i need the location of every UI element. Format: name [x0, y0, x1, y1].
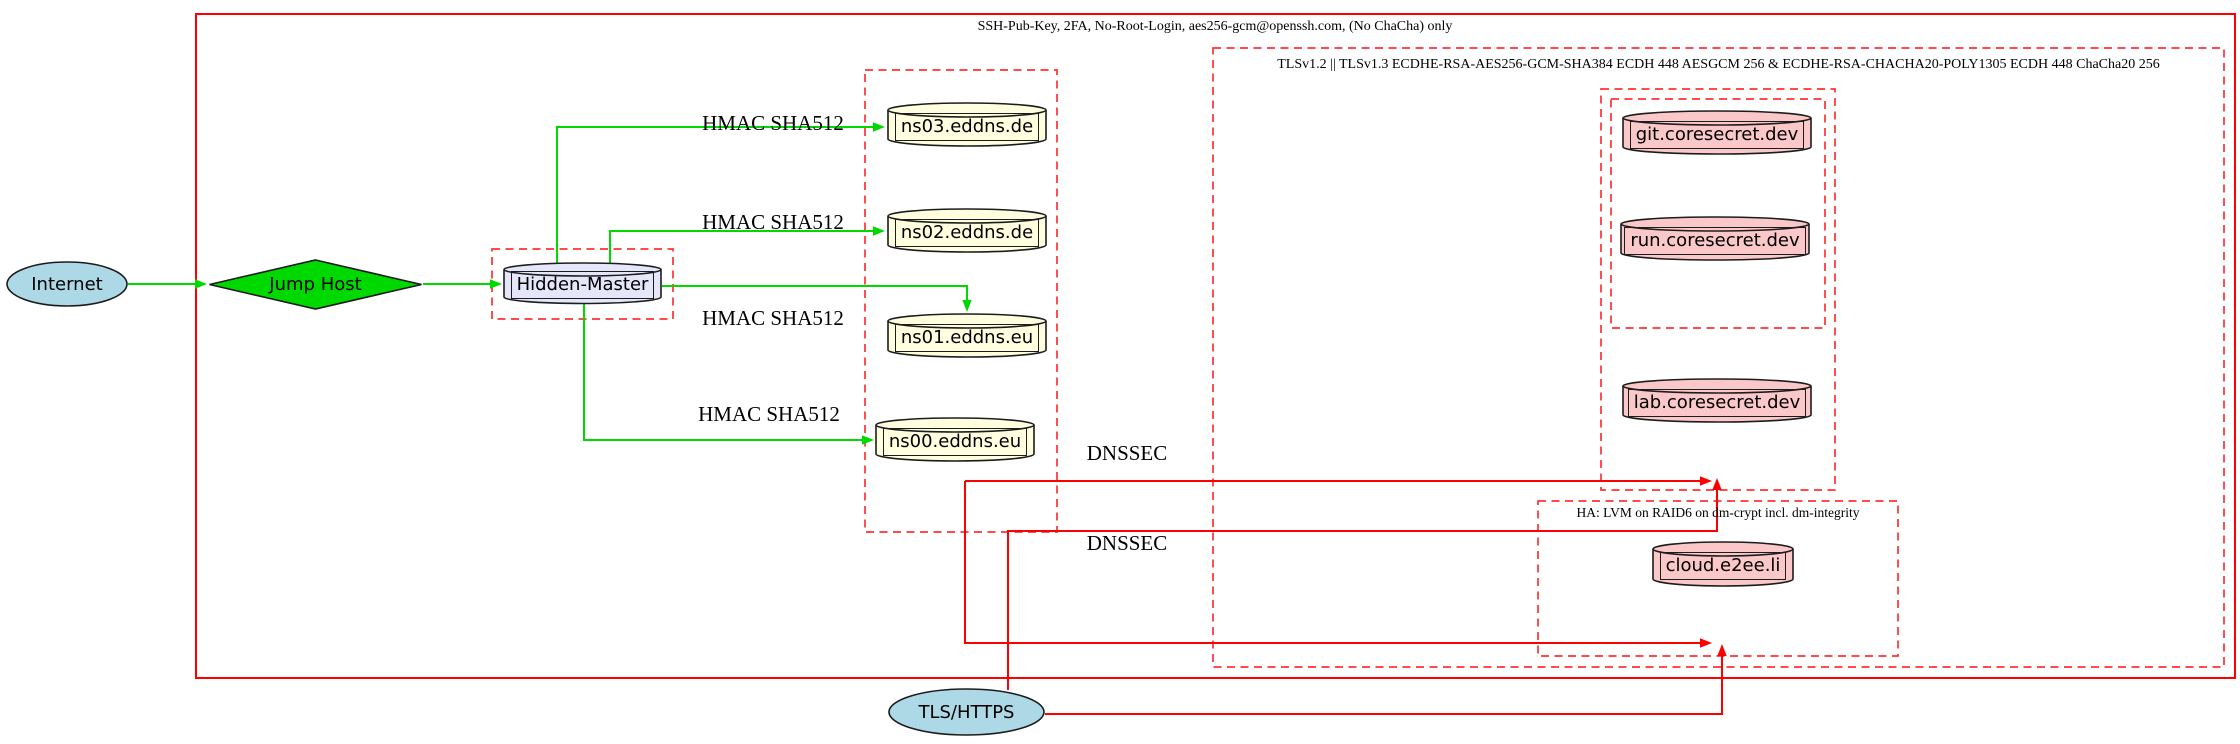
ns00-body	[875, 425, 1035, 462]
edge-label-hmac-ns03: HMAC SHA512	[702, 111, 844, 135]
run-label: run.coresecret.dev	[1624, 227, 1806, 255]
arrowhead-ha-right	[1700, 638, 1712, 648]
ns03-body	[887, 110, 1047, 147]
edge-hm-ns01	[662, 285, 968, 300]
green-arrowheads	[195, 122, 972, 445]
node-ns03: ns03.eddns.de	[887, 102, 1047, 148]
edge-hm-ns02	[609, 230, 873, 263]
hidden-master-label: Hidden-Master	[510, 271, 655, 299]
cluster-nameservers-box	[864, 69, 1058, 533]
cluster-tls-label: TLSv1.2 || TLSv1.3 ECDHE-RSA-AES256-GCM-…	[1277, 57, 2160, 72]
edge-label-hmac-ns02: HMAC SHA512	[702, 210, 844, 234]
arrowhead-ns02	[873, 226, 885, 236]
edge-label-hmac-ns00: HMAC SHA512	[698, 402, 840, 426]
cluster-ha-label: HA: LVM on RAID6 on dm-crypt incl. dm-in…	[1576, 505, 1860, 520]
cluster-ssh-box	[195, 13, 2236, 679]
arrowhead-ns00	[862, 435, 874, 445]
node-hidden-master: Hidden-Master	[503, 262, 662, 305]
node-lab: lab.coresecret.dev	[1622, 378, 1812, 424]
git-label: git.coresecret.dev	[1629, 121, 1805, 149]
edge-hm-ns00	[583, 304, 862, 441]
internet-label: Internet	[31, 273, 103, 295]
git-body	[1622, 118, 1812, 155]
ns00-label: ns00.eddns.eu	[882, 428, 1028, 456]
arrowhead-ns03	[873, 122, 885, 132]
edge-label-dnssec-lower: DNSSEC	[1086, 531, 1168, 555]
cluster-ssh-label: SSH-Pub-Key, 2FA, No-Root-Login, aes256-…	[977, 19, 1453, 34]
node-git: git.coresecret.dev	[1622, 110, 1812, 156]
jump-host-label: Jump Host	[269, 274, 362, 295]
ns02-body	[887, 216, 1047, 253]
node-ns02: ns02.eddns.de	[887, 208, 1047, 254]
arrowhead-coresecret-right	[1700, 476, 1712, 486]
red-edges	[964, 480, 1723, 715]
edge-label-hmac-ns01: HMAC SHA512	[702, 306, 844, 330]
internet-ellipse	[6, 261, 128, 307]
ns01-label: ns01.eddns.eu	[894, 324, 1040, 352]
arrowhead-jumphost	[195, 279, 207, 289]
arrowhead-hiddenmaster	[490, 279, 502, 289]
green-edges	[128, 126, 968, 441]
cloud-label: cloud.e2ee.li	[1659, 552, 1787, 580]
edge-hm-ns03	[556, 126, 873, 263]
ns01-body	[887, 321, 1047, 358]
edge-dnssec-to-ha	[964, 481, 1700, 644]
node-internet: Internet	[6, 261, 128, 307]
cluster-git-run-box	[1610, 98, 1826, 329]
hidden-master-cap	[503, 262, 662, 277]
cluster-dashed-boxes	[491, 47, 2225, 668]
run-body	[1620, 224, 1810, 261]
cluster-coresecret-box	[1600, 88, 1836, 491]
jump-host-diamond	[209, 259, 422, 310]
cloud-body	[1652, 549, 1794, 587]
ns02-label: ns02.eddns.de	[894, 219, 1040, 247]
lab-label: lab.coresecret.dev	[1627, 389, 1807, 417]
edge-tls-to-coresecret	[1007, 490, 1718, 690]
node-tls-https: TLS/HTTPS	[888, 688, 1045, 736]
arrowhead-coresecret-up	[1712, 478, 1722, 490]
arrowhead-ns01	[962, 300, 972, 312]
node-cloud: cloud.e2ee.li	[1652, 541, 1794, 588]
edge-tls-to-ha	[1045, 656, 1723, 715]
edge-label-dnssec-upper: DNSSEC	[1086, 441, 1168, 465]
ns03-label: ns03.eddns.de	[894, 113, 1040, 141]
cluster-tls-box	[1212, 47, 2225, 668]
lab-body	[1622, 386, 1812, 423]
tls-https-ellipse	[888, 688, 1045, 736]
tls-https-label: TLS/HTTPS	[918, 701, 1015, 723]
red-arrowheads	[1700, 476, 1727, 656]
node-run: run.coresecret.dev	[1620, 216, 1810, 262]
node-ns00: ns00.eddns.eu	[875, 417, 1035, 463]
node-jump-host: Jump Host	[208, 259, 423, 310]
arrowhead-ha-up	[1717, 644, 1727, 656]
hidden-master-body	[503, 269, 662, 305]
node-ns01: ns01.eddns.eu	[887, 313, 1047, 359]
